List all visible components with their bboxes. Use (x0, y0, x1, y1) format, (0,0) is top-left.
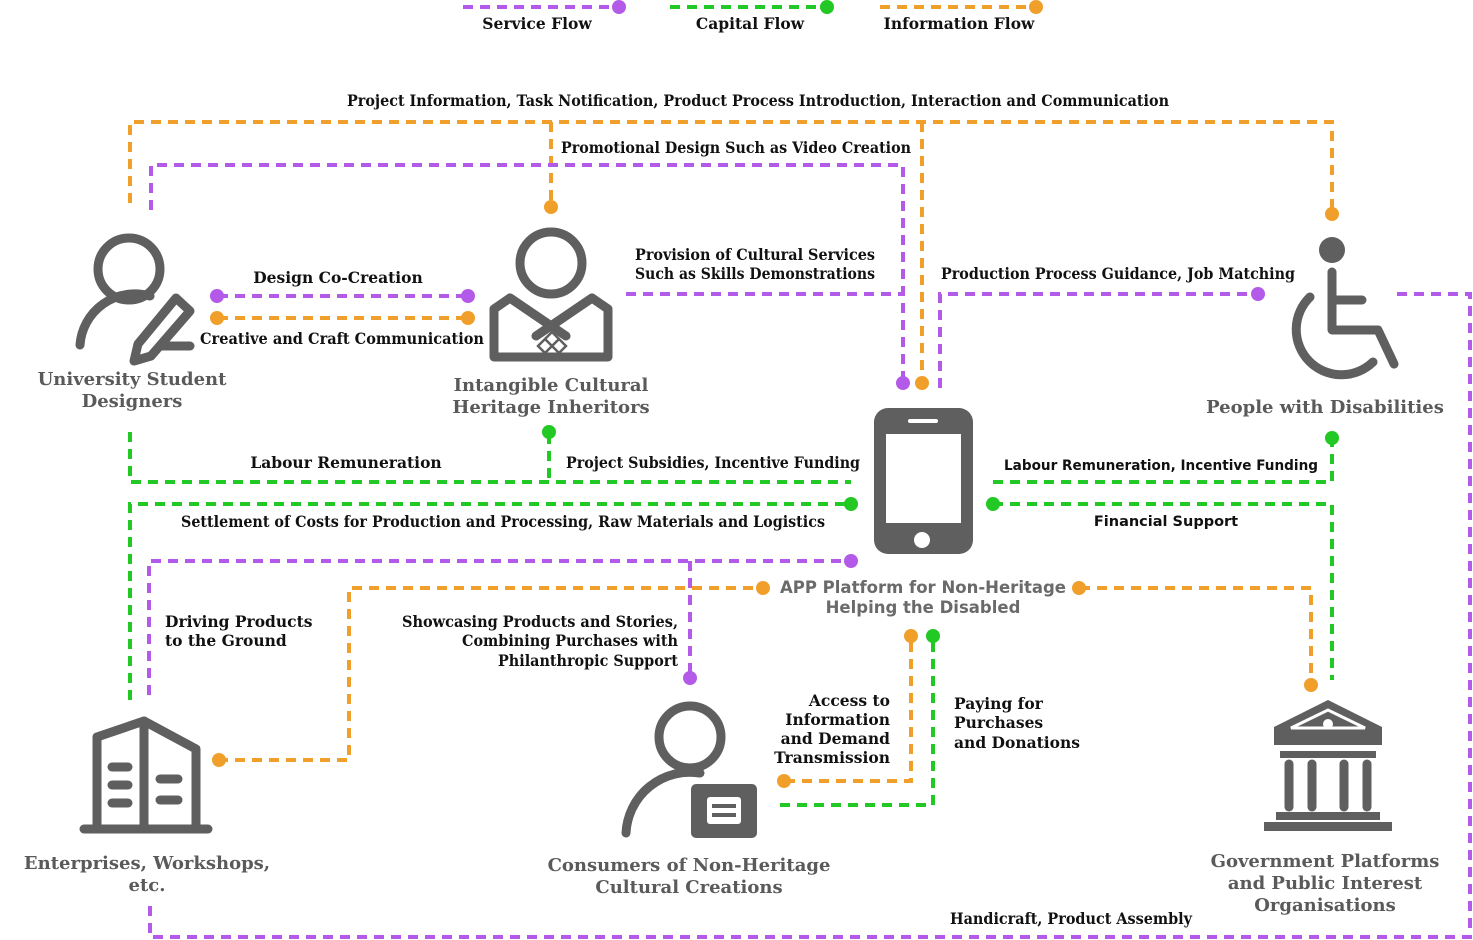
app-label-line1: APP Platform for Non-Heritage (780, 578, 1066, 597)
endpoint-dot (461, 311, 475, 325)
government-label-line2: and Public Interest (1228, 873, 1423, 894)
legend-service: Service Flow (463, 0, 626, 33)
flow-cultural-services-label-line1: Provision of Cultural Services (635, 245, 875, 264)
inheritors-label-line1: Intangible Cultural (454, 375, 649, 396)
flow-cultural-services-label-line2: Such as Skills Demonstrations (635, 264, 875, 283)
designer-pencil-icon (75, 233, 195, 366)
designers-label-line2: Designers (82, 391, 183, 412)
flow-endpoints (210, 200, 1339, 788)
smartphone-icon (874, 408, 973, 554)
endpoint-dot (1325, 431, 1339, 445)
legend-information-dot (1029, 0, 1043, 14)
government-building-icon (1264, 700, 1392, 831)
legend-service-dot (612, 0, 626, 14)
endpoint-dot (777, 774, 791, 788)
inheritors-label-line2: Heritage Inheritors (452, 397, 649, 418)
flow-handicraft-line (148, 292, 1472, 939)
flow-driving-products-label-line1: Driving Products (165, 612, 313, 631)
enterprises-label-line1: Enterprises, Workshops, (24, 853, 270, 874)
flow-promotional-label: Promotional Design Such as Video Creatio… (561, 138, 911, 157)
flow-driving-products-label-line2: to the Ground (165, 631, 287, 650)
endpoint-dot (1251, 287, 1265, 301)
legend-information-label: Information Flow (884, 14, 1035, 33)
endpoint-dot (844, 554, 858, 568)
endpoint-dot (926, 629, 940, 643)
government-label-line1: Government Platforms (1211, 851, 1440, 872)
heritage-inheritor-icon (489, 227, 613, 362)
flow-handicraft-label: Handicraft, Product Assembly (950, 909, 1193, 928)
flow-paying-label-line2: Purchases (954, 713, 1043, 732)
flow-promotional-line (149, 163, 905, 380)
flow-labour-incentive-label: Labour Remuneration, Incentive Funding (1004, 458, 1318, 474)
app-label-line2: Helping the Disabled (826, 598, 1021, 617)
flow-access-info-label-line4: Transmission (774, 748, 890, 767)
endpoint-dot (461, 289, 475, 303)
wheelchair-icon (1291, 237, 1399, 380)
flow-access-info-label-line1: Access to (808, 691, 890, 710)
consumers-label-line1: Consumers of Non-Heritage (548, 855, 831, 876)
legend-information: Information Flow (880, 0, 1043, 33)
enterprises-label-line2: etc. (129, 875, 166, 896)
consumers-label-line2: Cultural Creations (595, 877, 782, 898)
legend: Service Flow Capital Flow Information Fl… (463, 0, 1043, 33)
endpoint-dot (986, 497, 1000, 511)
flow-access-info-label-line2: Information (785, 710, 890, 729)
flow-labour-remuneration-label: Labour Remuneration (250, 453, 441, 472)
legend-capital: Capital Flow (670, 0, 834, 33)
flow-access-info-label-line3: and Demand (781, 729, 891, 748)
flow-government-info-line (1080, 586, 1313, 682)
flow-project-subsidies-label: Project Subsidies, Incentive Funding (566, 453, 860, 472)
endpoint-dot (844, 497, 858, 511)
flow-labour-remuneration-line (128, 432, 851, 484)
endpoint-dot (904, 629, 918, 643)
flow-access-info-line (785, 638, 913, 783)
endpoint-dot (896, 376, 910, 390)
flow-settlement-line (128, 502, 851, 700)
flow-craft-communication-label: Creative and Craft Communication (200, 329, 484, 348)
flow-financial-support-label: Financial Support (1094, 514, 1238, 530)
endpoint-dot (212, 753, 226, 767)
flow-driving-products-line (147, 559, 851, 695)
flow-production-guidance-label: Production Process Guidance, Job Matchin… (941, 264, 1295, 283)
endpoint-dot (1325, 207, 1339, 221)
legend-service-label: Service Flow (482, 14, 592, 33)
flow-showcasing-label-line1: Showcasing Products and Stories, (402, 612, 678, 631)
flow-settlement-label: Settlement of Costs for Production and P… (181, 512, 825, 531)
legend-capital-label: Capital Flow (696, 14, 805, 33)
flow-paying-line (780, 638, 935, 807)
consumer-card-icon (621, 701, 757, 838)
endpoint-dot (915, 376, 929, 390)
flow-paying-label-line1: Paying for (954, 694, 1044, 713)
government-label-line3: Organisations (1254, 895, 1396, 916)
flow-design-cocreation-label: Design Co-Creation (253, 268, 423, 287)
flow-project-info-line (128, 120, 1334, 210)
disabled-label: People with Disabilities (1206, 397, 1444, 418)
endpoint-dot (544, 200, 558, 214)
flow-showcasing-label-line3: Philanthropic Support (498, 651, 679, 670)
flow-lines (128, 120, 1472, 939)
endpoint-dot (210, 311, 224, 325)
endpoint-dot (1072, 581, 1086, 595)
legend-capital-dot (820, 0, 834, 14)
endpoint-dot (756, 581, 770, 595)
flow-project-info-label: Project Information, Task Notification, … (347, 91, 1169, 110)
endpoint-dot (210, 289, 224, 303)
designers-label-line1: University Student (38, 369, 228, 390)
flow-showcasing-label-line2: Combining Purchases with (462, 631, 678, 650)
endpoint-dot (683, 671, 697, 685)
endpoint-dot (1304, 678, 1318, 692)
flow-paying-label-line3: and Donations (954, 733, 1080, 752)
endpoint-dot (542, 425, 556, 439)
flow-production-guidance-line (938, 292, 1258, 388)
building-icon (79, 716, 213, 834)
